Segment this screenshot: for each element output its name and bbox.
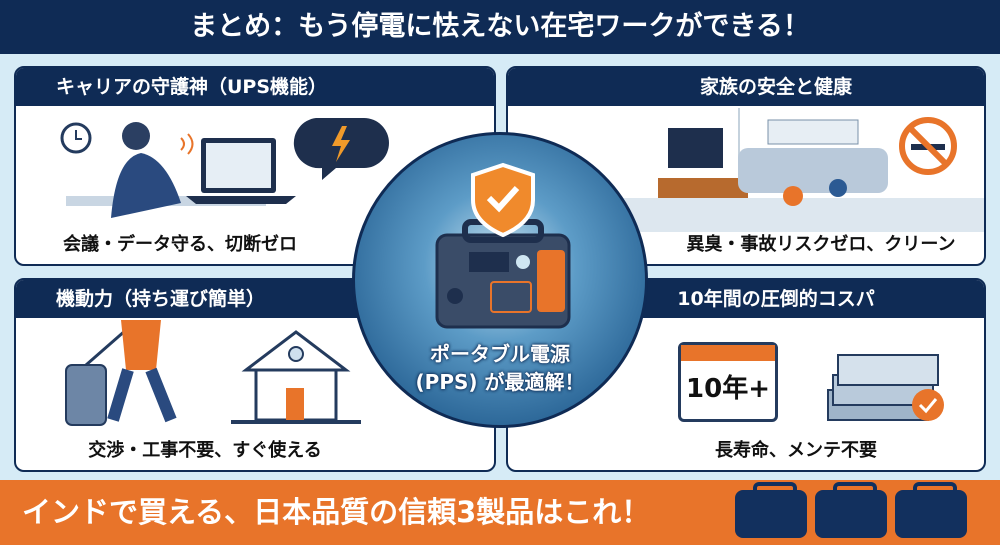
- power-station-icon: [435, 162, 571, 329]
- tv-icon: [668, 128, 723, 168]
- panel-caption: 交渉・工事不要、すぐ使える: [88, 440, 322, 461]
- panel-title: 家族の安全と健康: [508, 68, 984, 106]
- office-worker-illustration: [16, 108, 494, 228]
- product-box-icon: [815, 482, 887, 538]
- footer-text: インドで買える、日本品質の信頼3製品はこれ！: [22, 495, 651, 529]
- center-badge: ポータブル電源 (PPS) が最適解！: [352, 132, 648, 428]
- panel-caption: 会議・データ守る、切断ゼロ: [63, 234, 297, 255]
- calendar-text: 10年+: [686, 374, 770, 404]
- money-stack-icon: [827, 354, 944, 421]
- center-line-2: (PPS) が最適解！: [415, 370, 585, 394]
- footer-banner: インドで買える、日本品質の信頼3製品はこれ！: [0, 480, 1000, 545]
- product-box-icon: [735, 482, 807, 538]
- panel-caption: 長寿命、メンテ不要: [715, 440, 877, 461]
- center-line-1: ポータブル電源: [430, 342, 570, 366]
- center-text: ポータブル電源 (PPS) が最適解！: [355, 340, 645, 396]
- cost-illustration: 10年+: [508, 320, 984, 434]
- page-title: まとめ：もう停電に怯えない在宅ワークができる！: [0, 0, 1000, 54]
- traveler-illustration: [16, 320, 494, 434]
- calendar-icon: 10年+: [678, 342, 778, 422]
- panel-caption: 異臭・事故リスクゼロ、クリーン: [686, 234, 956, 255]
- product-box-icon: [895, 482, 967, 538]
- suitcase-icon: [65, 364, 107, 426]
- panel-title: キャリアの守護神（UPS機能）: [16, 68, 494, 106]
